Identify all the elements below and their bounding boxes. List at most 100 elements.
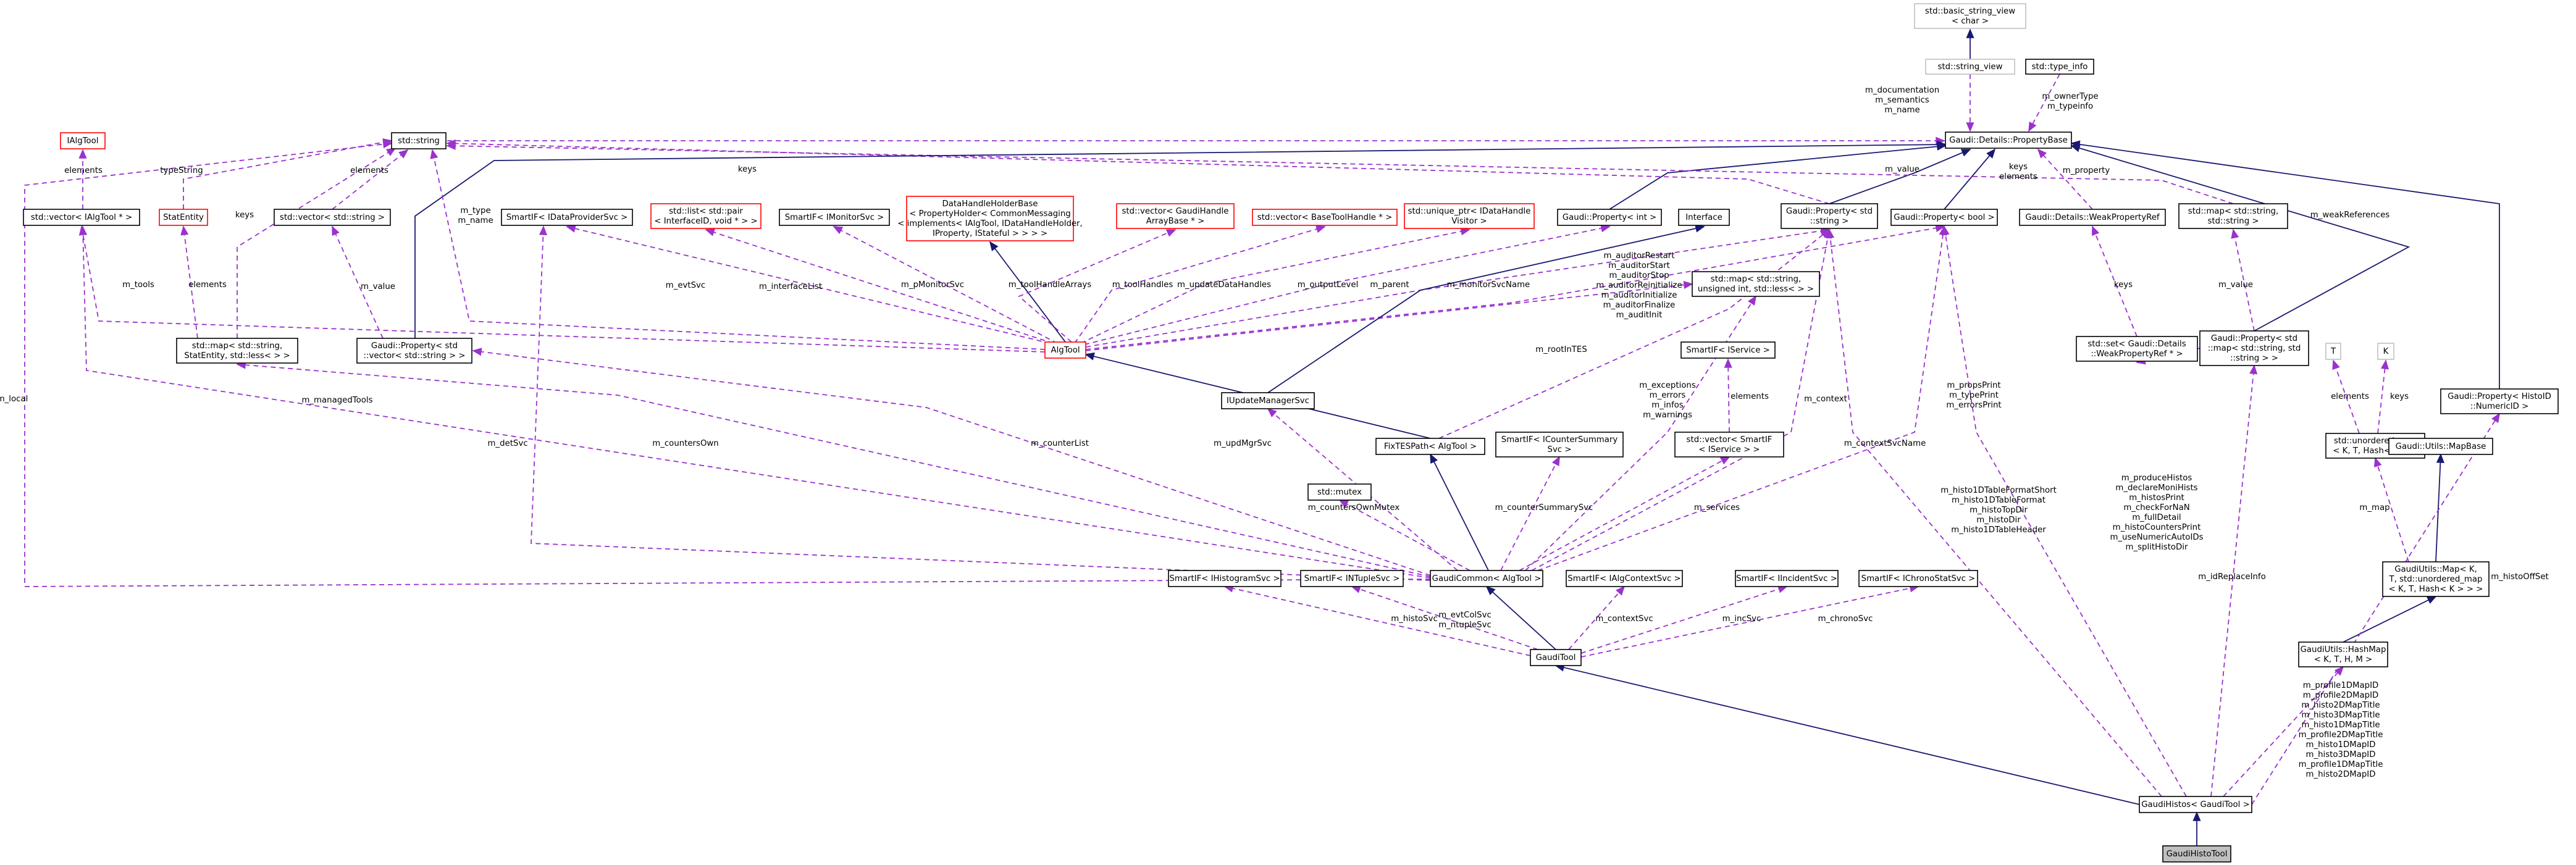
class-node-gaudihistos[interactable]: GaudiHistos< GaudiTool > (2139, 796, 2252, 813)
class-node-sp_algcontext[interactable]: SmartIF< IAlgContextSvc > (1566, 570, 1683, 587)
class-node-weakpropref[interactable]: Gaudi::Details::WeakPropertyRef (2019, 209, 2166, 226)
class-name-line: std::vector< IAlgTool * > (31, 213, 132, 222)
arrowhead (382, 140, 393, 149)
class-node-sp_histogram[interactable]: SmartIF< IHistogramSvc > (1168, 570, 1282, 587)
class-node-vec_string[interactable]: std::vector< std::string > (274, 209, 391, 226)
usage-line (183, 140, 392, 209)
edge-label: m_countersOwnMutex (1308, 503, 1400, 512)
class-box (1375, 438, 1485, 455)
class-node-sp_dataprov[interactable]: SmartIF< IDataProviderSvc > (501, 209, 633, 226)
class-node-map_string_uint[interactable]: std::map< std::string,unsigned int, std:… (1692, 271, 1820, 297)
edge-label-line: m_histo1DMapTitle (2301, 721, 2380, 730)
class-name-line: Gaudi::Details::PropertyBase (1949, 136, 2068, 145)
class-node-iupdatemanagersvc[interactable]: IUpdateManagerSvc (1221, 392, 1315, 409)
class-box (501, 209, 633, 226)
class-node-sp_chrono[interactable]: SmartIF< IChronoStatSvc > (1858, 570, 1978, 587)
class-node-stdmutex[interactable]: std::mutex (1307, 483, 1372, 501)
class-node-statentity[interactable]: StatEntity (159, 209, 208, 226)
edge-label-line: m_histo3DMapID (2306, 750, 2376, 759)
class-node-fixtespath[interactable]: FixTESPath< AlgTool > (1375, 438, 1485, 455)
class-node-propertybase[interactable]: Gaudi::Details::PropertyBase (1945, 132, 2072, 149)
class-name-line: GaudiUtils::HashMap (2301, 645, 2386, 654)
class-node-prop_bool[interactable]: Gaudi::Property< bool > (1890, 209, 1998, 226)
usage-line (24, 143, 1431, 587)
inheritance-line (989, 241, 1066, 343)
edge-label: m_idReplaceInfo (2198, 572, 2266, 582)
edge-label: m_rootInTES (1535, 345, 1587, 354)
class-node-set_weakpropref[interactable]: std::set< Gaudi::Details::WeakPropertyRe… (2076, 336, 2198, 362)
class-node-interface[interactable]: Interface (1678, 209, 1730, 226)
class-node-type_info[interactable]: std::type_info (2025, 59, 2094, 75)
edge-label-line: m_name (1884, 106, 1919, 115)
class-name-line: std::vector< std::string > (280, 213, 385, 222)
edge-label-line: m_histoCountersPrint (2113, 523, 2201, 532)
edge-label: m_interfaceList (759, 282, 822, 291)
class-node-vec_ialgtool[interactable]: std::vector< IAlgTool * > (23, 209, 140, 226)
class-name: std::vector< IAlgTool * > (31, 213, 132, 222)
edge-gaudicommon-to-sp_countersummary (1500, 456, 1560, 571)
usage-line (1829, 229, 2162, 797)
class-node-prop_int[interactable]: Gaudi::Property< int > (1557, 209, 1662, 226)
class-node-gaudicommon[interactable]: GaudiCommon< AlgTool > (1430, 570, 1543, 587)
edge-utils_map-to-mapbase (2435, 453, 2444, 562)
usage-line (2210, 365, 2255, 797)
class-node-K[interactable]: K (2377, 343, 2394, 360)
class-node-list_pair[interactable]: std::list< std::pair< InterfaceID, void … (650, 203, 761, 229)
class-name-line: std::vector< SmartIF (1687, 435, 1773, 445)
edge-label: m_map (2359, 503, 2389, 512)
class-node-mapbase[interactable]: Gaudi::Utils::MapBase (2388, 438, 2493, 455)
class-name: Gaudi::Details::WeakPropertyRef (2025, 213, 2160, 222)
class-node-string_view[interactable]: std::string_view (1925, 59, 2015, 75)
class-node-hashmap[interactable]: GaudiUtils::HashMap< K, T, H, M > (2298, 641, 2388, 667)
class-node-dhhbase[interactable]: DataHandleHolderBase< PropertyHolder< Co… (897, 196, 1083, 241)
usage-line (2037, 149, 2093, 210)
class-node-prop_histoid[interactable]: Gaudi::Property< HistoID::NumericID > (2440, 388, 2559, 414)
class-node-sp_ntuple[interactable]: SmartIF< INTupleSvc > (1300, 570, 1404, 587)
usage-line (1080, 229, 1470, 344)
class-node-T[interactable]: T (2325, 343, 2341, 360)
class-node-prop_map_string[interactable]: Gaudi::Property< std::map< std::string, … (2199, 330, 2309, 366)
edge-label: m_parent (1370, 280, 1409, 290)
class-node-stdstring[interactable]: std::string (391, 132, 447, 149)
arrowhead (1485, 585, 1496, 596)
class-node-vec_basetoolhandle[interactable]: std::vector< BaseToolHandle * > (1252, 209, 1398, 226)
edge-label-line: m_auditInit (1616, 311, 1663, 320)
class-node-vec_sp_iservice[interactable]: std::vector< SmartIF< IService > > (1674, 432, 1784, 458)
edge-label-line: m_rootInTES (1535, 345, 1587, 354)
class-box (1680, 341, 1776, 359)
usage-line (2092, 226, 2138, 337)
class-node-basic_string_view[interactable]: std::basic_string_view< char > (1914, 3, 2026, 29)
class-name-line: FixTESPath< AlgTool > (1384, 442, 1477, 451)
class-node-map_string_statentity[interactable]: std::map< std::string,StatEntity, std::l… (176, 338, 298, 364)
usage-line (705, 229, 1054, 344)
edge-label-line: m_weakReferences (2310, 211, 2389, 220)
class-node-algtool[interactable]: AlgTool (1044, 341, 1086, 359)
usage-line (1727, 359, 1730, 433)
class-node-gauditool[interactable]: GaudiTool (1530, 649, 1582, 666)
edge-label: m_pMonitorSvc (901, 280, 964, 290)
class-node-sp_iservice[interactable]: SmartIF< IService > (1680, 341, 1776, 359)
class-node-map_string_string[interactable]: std::map< std::string,std::string > (2178, 203, 2288, 229)
class-node-prop_string[interactable]: Gaudi::Property< std::string > (1781, 203, 1878, 229)
class-node-prop_vec_string[interactable]: Gaudi::Property< std::vector< std::strin… (356, 338, 472, 364)
usage-line (1537, 226, 1945, 571)
class-node-sp_monitor[interactable]: SmartIF< IMonitorSvc > (779, 209, 890, 226)
edge-set_weakpropref-to-weakpropref (2092, 225, 2138, 337)
class-name-line: < K, T, H, M > (2314, 655, 2372, 664)
class-node-sp_incident[interactable]: SmartIF< IIncidentSvc > (1735, 570, 1839, 587)
class-node-ialgtool[interactable]: IAlgTool (60, 132, 106, 149)
edge-label: m_managedTools (301, 396, 372, 405)
edge-prop_bool-to-propertybase (1944, 148, 1996, 210)
class-name-line: std::string (398, 136, 440, 146)
arrowhead (180, 225, 189, 236)
class-node-gaudihistotool[interactable]: GaudiHistoTool (2162, 845, 2231, 863)
class-node-utils_map[interactable]: GaudiUtils::Map< K,T, std::unordered_map… (2382, 561, 2490, 597)
usage-line (1084, 226, 1610, 345)
